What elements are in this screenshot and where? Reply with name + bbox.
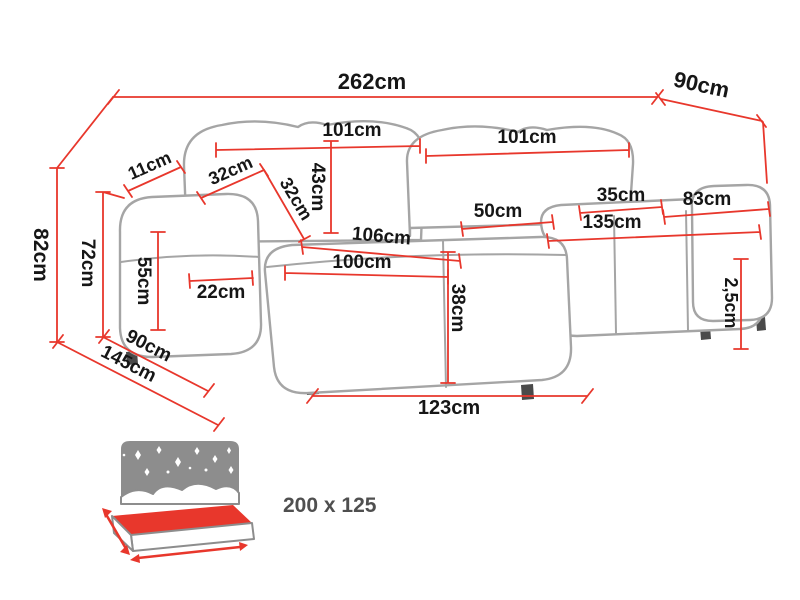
stars-icon (122, 446, 234, 476)
chaise-front-piping (266, 253, 567, 268)
dim-line-145 (52, 334, 225, 432)
dim-label-55: 55cm (133, 257, 154, 306)
chaise-seam (442, 240, 447, 388)
sofa-drawing (118, 119, 774, 400)
dim-label-90-top: 90cm (671, 67, 731, 103)
dim-label-11: 11cm (125, 147, 174, 184)
dim-label-38: 38cm (447, 284, 468, 333)
dim-label-101-right: 101cm (497, 127, 556, 148)
dim-line-11 (123, 160, 186, 198)
dim-label-100: 100cm (332, 252, 391, 273)
sleeping-area-size: 200 x 125 (283, 494, 377, 517)
right-seat-seam (613, 215, 617, 334)
dim-label-101-left: 101cm (322, 120, 381, 141)
dim-line-123 (306, 388, 594, 404)
dim-line-90-side (98, 329, 215, 398)
dim-label-50: 50cm (474, 201, 523, 222)
depth-arrow-icon (102, 508, 130, 555)
dim-line-25 (733, 258, 749, 350)
dim-line-135 (546, 224, 762, 249)
dim-line-55 (150, 231, 166, 331)
dim-line-43 (323, 140, 339, 234)
dim-label-106: 106cm (351, 223, 412, 249)
dim-line-50 (460, 214, 555, 237)
dim-label-262: 262cm (338, 69, 407, 94)
width-arrow-icon (130, 542, 248, 563)
dim-line-106 (300, 239, 462, 269)
dim-line-101-right (425, 142, 630, 164)
right-seat-seam (685, 210, 689, 331)
dim-line-72 (95, 191, 125, 338)
left-armrest-seam (120, 254, 260, 263)
dim-line-38 (440, 251, 456, 384)
dim-label-123: 123cm (418, 397, 480, 419)
sofa-leg (521, 384, 534, 400)
dim-label-135: 135cm (582, 212, 641, 233)
dim-connector-right (762, 121, 768, 184)
dim-line-101-left (215, 138, 421, 158)
dim-line-90-top (655, 92, 767, 128)
dimension-lines (49, 89, 771, 432)
dimension-labels: 262cm 90cm 101cm 101cm 11cm 32cm 32cm 43… (29, 67, 741, 419)
bed-mattress-top (112, 505, 252, 535)
dim-label-25: 2,5cm (721, 277, 741, 328)
dim-label-72: 72cm (77, 239, 98, 288)
dim-label-35: 35cm (597, 185, 646, 206)
dim-line-83 (662, 201, 771, 225)
bed-blanket (120, 482, 240, 505)
dim-label-22: 22cm (197, 282, 246, 303)
bed-icon (102, 441, 255, 563)
dim-label-82: 82cm (29, 228, 52, 282)
chaise-seat (263, 235, 573, 395)
right-armrest (690, 183, 774, 323)
dim-label-83: 83cm (683, 189, 732, 210)
dim-label-43: 43cm (307, 163, 328, 212)
dim-line-22 (188, 270, 254, 289)
dim-line-82 (49, 96, 114, 343)
